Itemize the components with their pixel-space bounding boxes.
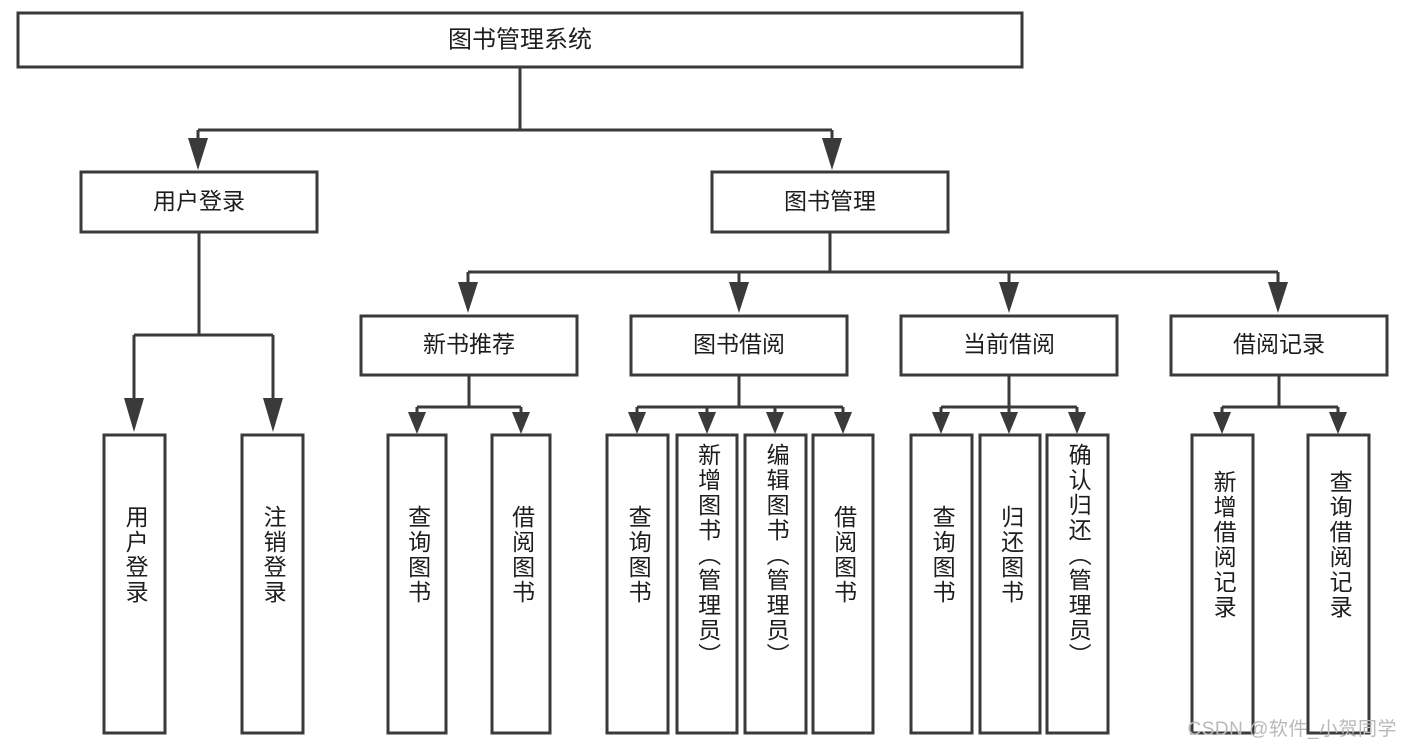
- node-box-book-borrow[interactable]: [629, 314, 849, 377]
- node-label-new-book-recommend: 新书推荐: [423, 331, 515, 357]
- node-box-current-borrow[interactable]: [899, 314, 1119, 377]
- node-box-leaf-borrow-record-0[interactable]: [1190, 433, 1255, 735]
- arrow-head-leaf-book-borrow-1: [698, 412, 716, 434]
- node-box-leaf-book-borrow-3[interactable]: [811, 433, 875, 735]
- node-box-leaf-new-book-0[interactable]: [386, 433, 448, 735]
- arrow-head-leaf-book-borrow-2: [766, 412, 784, 434]
- node-box-leaf-new-book-1[interactable]: [490, 433, 552, 735]
- arrow-head-leaf-borrow-record-0: [1213, 412, 1231, 434]
- node-box-leaf-user-login-1[interactable]: [240, 433, 305, 735]
- node-box-root[interactable]: [16, 11, 1024, 69]
- node-box-leaf-book-borrow-2[interactable]: [743, 433, 808, 735]
- arrow-head-leaf-new-book-1: [512, 412, 530, 434]
- node-box-borrow-record[interactable]: [1169, 314, 1389, 377]
- node-box-leaf-borrow-record-1[interactable]: [1306, 433, 1371, 735]
- arrow-head-book-manage: [822, 138, 842, 170]
- node-box-new-book-recommend[interactable]: [359, 314, 579, 377]
- arrow-head-level3-3: [1268, 282, 1288, 313]
- arrow-head-level3-2: [999, 282, 1019, 313]
- node-label-borrow-record: 借阅记录: [1233, 331, 1325, 357]
- arrow-head-level3-0: [458, 282, 478, 313]
- node-box-book-manage[interactable]: [710, 170, 950, 234]
- arrow-head-leaf-current-borrow-1: [1000, 412, 1018, 434]
- arrow-head-level3-1: [729, 282, 749, 313]
- node-box-leaf-current-borrow-2[interactable]: [1045, 433, 1110, 735]
- node-box-leaf-current-borrow-0[interactable]: [909, 433, 974, 735]
- arrow-head-leaf-current-borrow-0: [932, 412, 950, 434]
- node-label-book-borrow: 图书借阅: [693, 331, 785, 357]
- node-label-book-manage: 图书管理: [784, 188, 876, 214]
- watermark-text: CSDN @软件_小贺同学: [1187, 719, 1397, 740]
- node-label-root: 图书管理系统: [448, 26, 592, 53]
- arrow-head-leaf-new-book-0: [408, 412, 426, 434]
- arrow-head-leaf-book-borrow-3: [834, 412, 852, 434]
- arrow-head-leaf-current-borrow-2: [1068, 412, 1086, 434]
- node-label-user-login: 用户登录: [153, 188, 245, 214]
- node-box-leaf-book-borrow-1[interactable]: [675, 433, 739, 735]
- node-box-leaf-user-login-0[interactable]: [102, 433, 167, 735]
- node-box-leaf-current-borrow-1[interactable]: [978, 433, 1042, 735]
- arrow-head-user-login: [188, 138, 208, 170]
- arrow-head-leaf-user-login-1: [263, 398, 283, 432]
- arrow-head-leaf-book-borrow-0: [628, 412, 646, 434]
- arrow-head-leaf-borrow-record-1: [1329, 412, 1347, 434]
- arrow-head-leaf-user-login-0: [124, 398, 144, 432]
- node-label-current-borrow: 当前借阅: [963, 331, 1055, 357]
- node-box-leaf-book-borrow-0[interactable]: [605, 433, 670, 735]
